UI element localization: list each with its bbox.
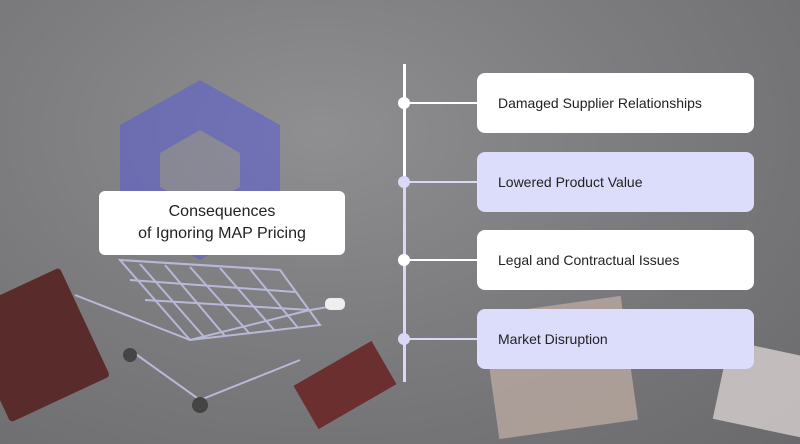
title-line-2: of Ignoring MAP Pricing xyxy=(138,225,306,242)
card-label: Legal and Contractual Issues xyxy=(498,252,680,268)
shopping-cart-image xyxy=(74,258,345,413)
consequence-card-2: Lowered Product Value xyxy=(477,152,754,212)
title-box: Consequences of Ignoring MAP Pricing xyxy=(99,191,345,255)
timeline-dot xyxy=(398,97,410,109)
timeline-line-lower xyxy=(403,182,406,382)
timeline-dot xyxy=(398,333,410,345)
title-line-1: Consequences xyxy=(168,203,276,220)
card-label: Lowered Product Value xyxy=(498,174,643,190)
consequence-card-3: Legal and Contractual Issues xyxy=(477,230,754,290)
card-label: Damaged Supplier Relationships xyxy=(498,95,702,111)
card-label: Market Disruption xyxy=(498,331,608,347)
consequence-card-1: Damaged Supplier Relationships xyxy=(477,73,754,133)
connector-line xyxy=(408,181,478,183)
timeline-dot xyxy=(398,254,410,266)
connector-line xyxy=(408,338,478,340)
connector-line xyxy=(408,259,478,261)
connector-line xyxy=(408,102,478,104)
timeline-dot xyxy=(398,176,410,188)
consequence-card-4: Market Disruption xyxy=(477,309,754,369)
